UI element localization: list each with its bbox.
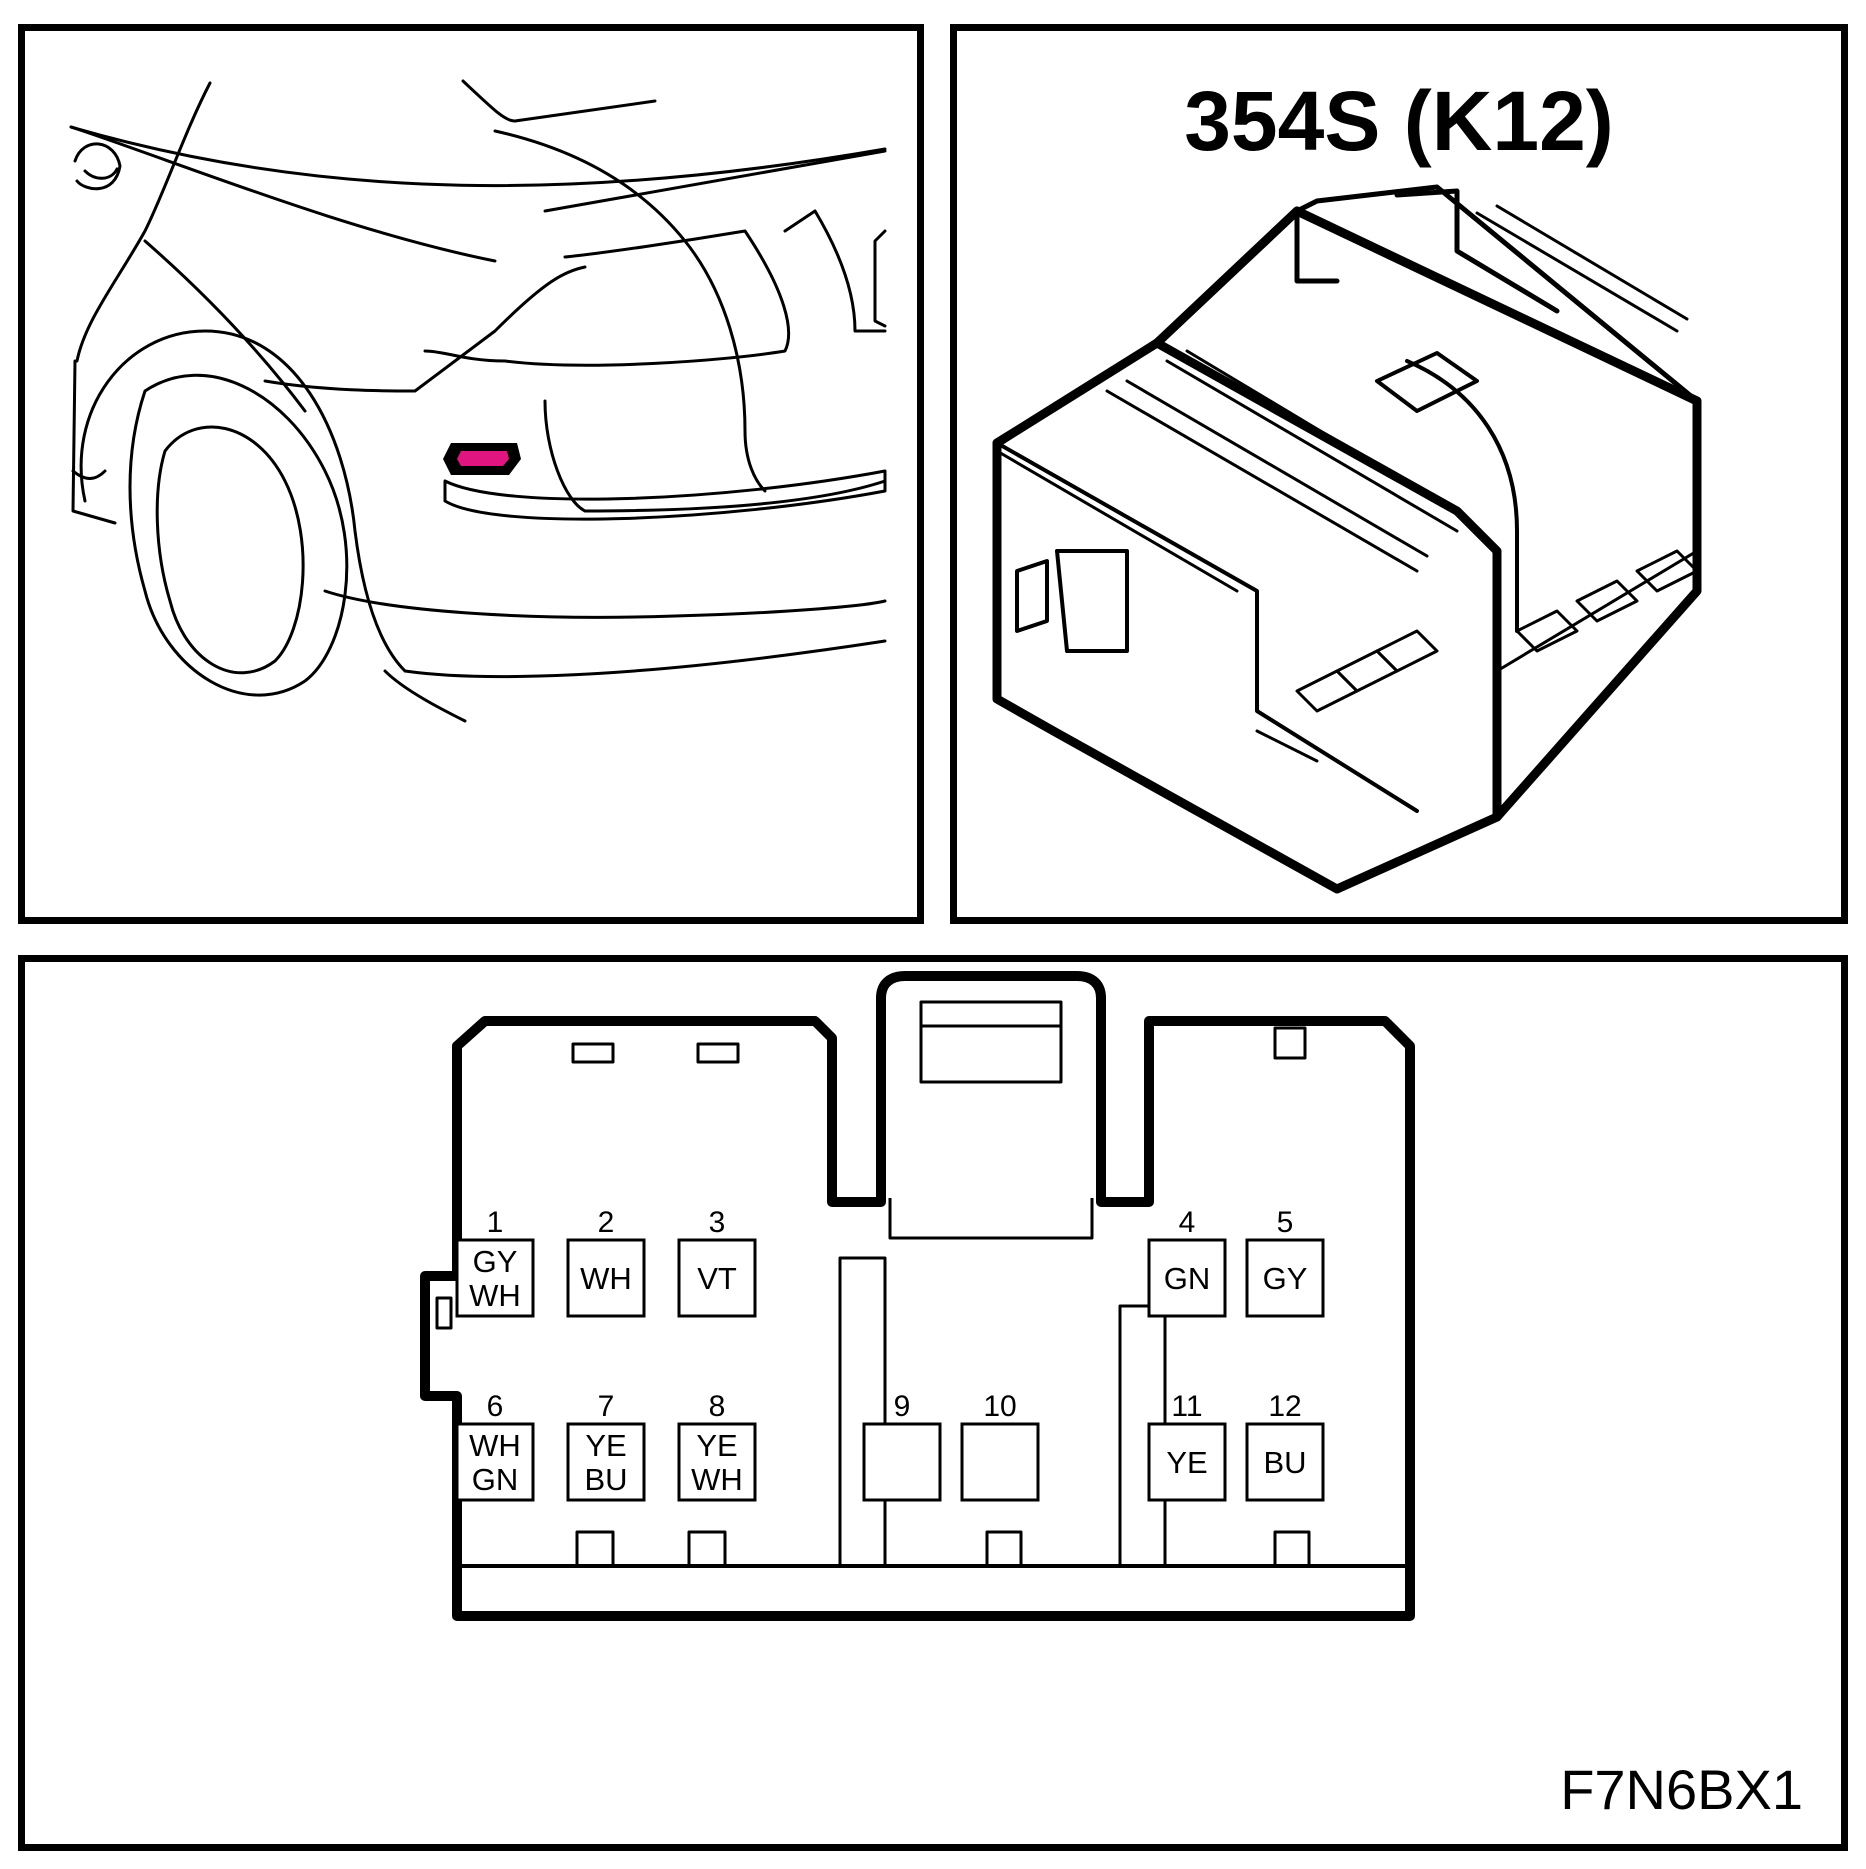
wire-color-label: YE bbox=[585, 1428, 626, 1463]
wire-color-label: YE bbox=[1166, 1445, 1207, 1480]
pin-cavity bbox=[455, 1422, 535, 1502]
pin-cavity bbox=[455, 1238, 535, 1318]
pin-cavity bbox=[566, 1238, 646, 1318]
wire-color-label: GY bbox=[473, 1244, 518, 1279]
pin-number: 10 bbox=[983, 1390, 1016, 1423]
vehicle-location-panel bbox=[18, 24, 924, 924]
pin-number: 3 bbox=[709, 1206, 726, 1239]
wire-color-label: BU bbox=[584, 1462, 627, 1497]
connector-isometric-panel: 354S (K12) bbox=[950, 24, 1848, 924]
pin-cavity bbox=[566, 1422, 646, 1502]
pin-cavity bbox=[1147, 1238, 1227, 1318]
pin-cavity bbox=[862, 1422, 942, 1502]
vehicle-rear-drawing bbox=[69, 79, 887, 723]
pin-number: 6 bbox=[487, 1390, 504, 1423]
wire-color-label: WH bbox=[469, 1428, 521, 1463]
wire-color-label: VT bbox=[697, 1261, 737, 1296]
pin-cavity bbox=[1245, 1422, 1325, 1502]
wire-color-label: GY bbox=[1263, 1261, 1308, 1296]
wire-color-label: WH bbox=[580, 1261, 632, 1296]
pin-cavity bbox=[1147, 1422, 1227, 1502]
pin-4: 4GN bbox=[1147, 1206, 1227, 1318]
pin-cavity bbox=[960, 1422, 1040, 1502]
wire-color-label: GN bbox=[472, 1462, 519, 1497]
pin-cavity bbox=[677, 1238, 757, 1318]
wire-color-label: WH bbox=[691, 1462, 743, 1497]
pin-3: 3VT bbox=[677, 1206, 757, 1318]
pin-cavity bbox=[677, 1422, 757, 1502]
wire-color-label: BU bbox=[1263, 1445, 1306, 1480]
wire-color-label: YE bbox=[696, 1428, 737, 1463]
pin-number: 5 bbox=[1277, 1206, 1294, 1239]
pin-number: 11 bbox=[1171, 1390, 1202, 1423]
pin-number: 9 bbox=[894, 1390, 911, 1423]
wire-color-label: WH bbox=[469, 1278, 521, 1313]
pin-number: 2 bbox=[598, 1206, 615, 1239]
connector-isometric-drawing bbox=[992, 184, 1702, 894]
pin-2: 2WH bbox=[566, 1206, 646, 1318]
wire-color-label: GN bbox=[1164, 1261, 1211, 1296]
connector-title: 354S (K12) bbox=[1184, 74, 1614, 168]
pin-10: 10 bbox=[960, 1390, 1040, 1502]
pin-number: 7 bbox=[598, 1390, 615, 1423]
pin-number: 1 bbox=[487, 1206, 504, 1239]
pin-number: 4 bbox=[1179, 1206, 1196, 1239]
pin-number: 8 bbox=[709, 1390, 726, 1423]
pin-9: 9 bbox=[862, 1390, 942, 1502]
pin-5: 5GY bbox=[1245, 1206, 1325, 1318]
connector-location-marker bbox=[443, 443, 521, 475]
pin-cavity bbox=[1245, 1238, 1325, 1318]
pin-number: 12 bbox=[1268, 1390, 1301, 1423]
figure-code: F7N6BX1 bbox=[1560, 1758, 1803, 1821]
